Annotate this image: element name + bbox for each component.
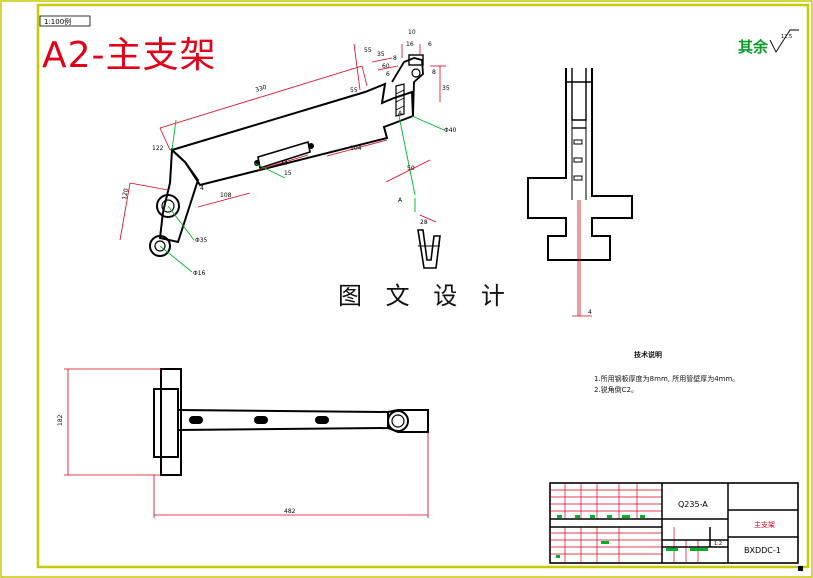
title-block-part-name: 主支架 [754,520,775,529]
dim-330: 330 [255,84,268,94]
hatch-line [395,89,405,95]
title-block-main-lines [550,483,798,563]
tube-circle-upper [156,194,180,218]
dim-phi40: Φ40 [444,127,457,134]
tube-circle-lower [149,235,171,257]
title-block-grid [550,483,699,563]
dim-28: 28 [420,219,428,226]
side-slot-2 [573,157,583,163]
top-view [153,368,429,476]
head-cap [408,54,424,66]
side-fork-inner [571,68,587,121]
dim-phi16: Φ16 [193,270,206,277]
corner-square [798,566,803,571]
dim-6b: 6 [428,41,432,48]
main-view-dim-texts: 330 55 35 55 60 6 8 10 6 16 8 35 Φ40 50 … [121,29,456,277]
roughness-label: 其余 [738,38,769,56]
bolt-1 [254,160,260,166]
dim-35b: 35 [442,85,450,92]
title-block-scale: 1:2 [714,541,722,547]
dim-60: 60 [382,63,390,70]
dim-55a: 55 [350,87,358,94]
top-view-dimensions [64,368,429,518]
dim-74: 74 [280,160,288,167]
dim-10: 10 [408,29,416,36]
dim-phi35: Φ35 [195,237,208,244]
main-view-leaders [159,115,445,273]
dim-8: 8 [393,55,397,62]
watermark-text: 图 文 设 计 [338,282,513,310]
title-block-drawing-no: BXDDC-1 [744,546,781,555]
section-part [417,229,441,269]
head-hole [411,68,421,78]
side-fork [527,68,633,261]
dim-35: 35 [377,51,385,58]
tube-circle-upper-inner [161,199,175,213]
main-bar-outline [170,82,415,187]
title-block-material: Q235-A [678,500,708,509]
side-view-dimension [572,200,592,317]
side-slot-3 [573,175,583,181]
main-view-dimensions [119,43,446,241]
dim-4: 4 [200,185,204,192]
top-end-circle [387,410,409,432]
head-bracket [391,57,424,117]
dim-55b: 55 [364,47,372,54]
top-bar [177,409,389,431]
top-slot-1 [189,416,203,424]
title-block-small-marks [556,515,708,558]
bolt-2 [308,143,314,149]
section-mark-a2: A [398,197,403,204]
dim-50: 50 [407,165,415,172]
technical-notes-heading: 技术说明 [634,351,662,359]
dim-182: 182 [57,414,64,426]
dim-120: 120 [121,188,130,201]
top-slot-3 [315,416,329,424]
corner-tag-box [39,15,91,27]
technical-note-2: 2.锐角倒C2。 [594,386,639,394]
dim-122: 122 [152,145,164,152]
hatch-line [395,105,405,111]
dim-4b: 4 [588,309,592,316]
hatch-line [395,97,405,103]
sheet-inner-frame [36,3,810,569]
dim-16: 16 [406,41,414,48]
joint-hatch [395,83,405,117]
side-slot-1 [573,139,583,145]
corner-tag-text: 1:100例 [44,17,71,26]
dim-482: 482 [284,508,296,515]
tube-circle-lower-inner [154,240,166,252]
dim-6: 6 [386,71,390,78]
dim-15: 15 [284,170,292,177]
top-end-circle-inner [391,414,405,428]
roughness-symbol [769,29,799,53]
technical-note-1: 1.所用钢板厚度为8mm, 所用管壁厚为4mm。 [594,375,740,383]
top-block-front [153,388,179,458]
dim-108: 108 [220,192,232,199]
top-slot-2 [254,416,268,424]
section-mark-a1: A [398,110,403,117]
top-block-back [160,368,182,476]
sheet-title: A2-主支架 [42,35,217,76]
dim-8b: 8 [432,69,436,76]
title-block: Q235-A 主支架 BXDDC-1 1:2 [549,482,799,564]
dim-104: 104 [350,145,362,152]
side-view [527,68,633,261]
roughness-value: 12.5 [781,34,792,40]
